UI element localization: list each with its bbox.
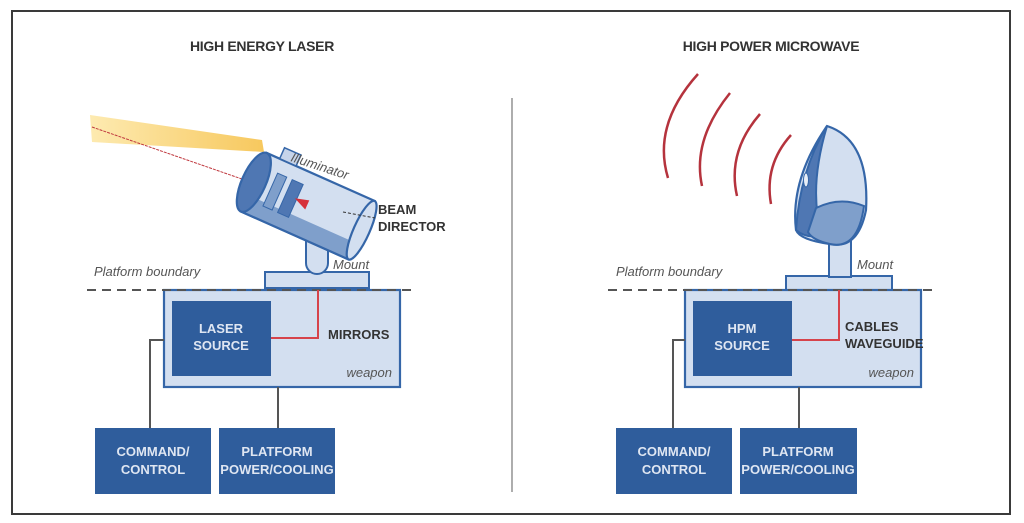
beam-director	[235, 146, 378, 261]
illuminator-device	[278, 146, 302, 167]
mirrors-label: MIRRORS	[328, 327, 390, 342]
hel-command-connector	[149, 339, 164, 428]
hpm-weapon-label: weapon	[868, 365, 914, 380]
microwave-wave-icon	[662, 73, 699, 179]
laser-source-box	[172, 301, 271, 376]
hel-weapon-label: weapon	[346, 365, 392, 380]
hpm-platform-boundary-label: Platform boundary	[616, 264, 724, 279]
hpm-source-label-2: SOURCE	[714, 338, 770, 353]
hpm-power-label-1: PLATFORM	[762, 444, 833, 459]
laser-source-label-1: LASER	[199, 321, 244, 336]
waveguide-label: WAVEGUIDE	[845, 336, 924, 351]
hel-command-control-box	[95, 428, 211, 494]
hpm-power-label-2: POWER/COOLING	[741, 462, 854, 477]
microwave-wave-icon	[698, 92, 731, 187]
hpm-panel: HIGH POWER MICROWAVE Mount Platform boun…	[608, 38, 935, 494]
hel-command-label-1: COMMAND/	[117, 444, 190, 459]
hel-command-label-2: CONTROL	[121, 462, 185, 477]
beam-director-label-2: DIRECTOR	[378, 219, 446, 234]
laser-source-label-2: SOURCE	[193, 338, 249, 353]
hpm-command-connector	[672, 339, 685, 428]
hpm-antenna-dish	[794, 124, 868, 246]
hpm-command-label-1: COMMAND/	[638, 444, 711, 459]
hpm-mount-label: Mount	[857, 257, 895, 272]
hel-mount-label: Mount	[333, 257, 371, 272]
hpm-mount-base	[785, 275, 893, 291]
hpm-transport-line	[792, 290, 840, 341]
hpm-command-label-2: CONTROL	[642, 462, 706, 477]
hpm-source-box	[693, 301, 792, 376]
hpm-source-label-1: HPM	[728, 321, 757, 336]
hel-transport-line	[271, 290, 319, 339]
beam-director-leader	[342, 211, 376, 219]
hpm-command-control-box	[616, 428, 732, 494]
hel-platform-boundary-label: Platform boundary	[94, 264, 202, 279]
hpm-platform-power-box	[740, 428, 857, 494]
hel-power-label-2: POWER/COOLING	[220, 462, 333, 477]
beam-director-label-1: BEAM	[378, 202, 416, 217]
cables-label: CABLES	[845, 319, 899, 334]
hpm-title: HIGH POWER MICROWAVE	[683, 38, 860, 54]
microwave-wave-icon	[733, 113, 761, 197]
microwave-wave-icon	[768, 134, 792, 205]
hel-panel: HIGH ENERGY LASER Illuminator BEAM DIREC…	[87, 38, 446, 494]
hel-power-label-1: PLATFORM	[241, 444, 312, 459]
hel-title: HIGH ENERGY LASER	[190, 38, 334, 54]
illuminator-beam	[90, 115, 264, 152]
hel-platform-power-box	[219, 428, 335, 494]
